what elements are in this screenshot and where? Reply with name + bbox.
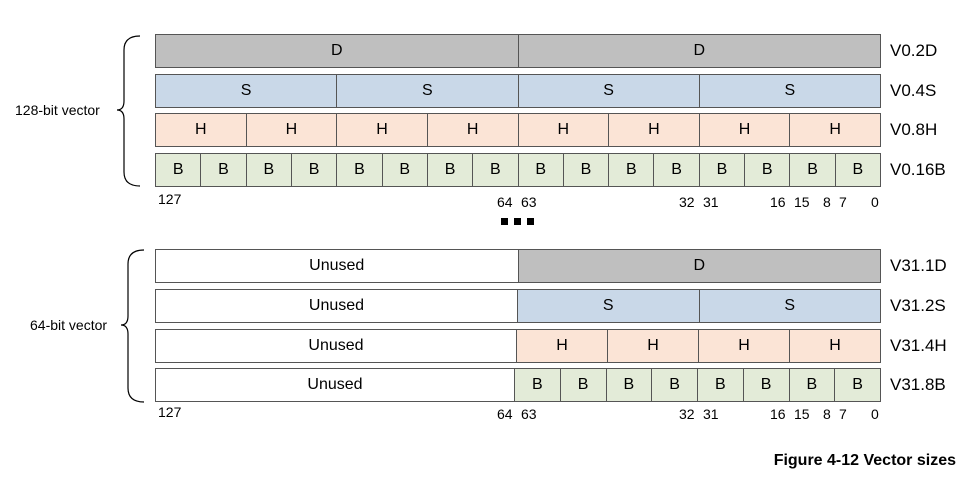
lane-cell-b: B	[155, 153, 202, 187]
lane-cell-b: B	[290, 153, 338, 187]
lane-cell-b: B	[834, 368, 881, 402]
lane-cell-s: S	[517, 74, 700, 108]
label-64-bit-vector: 64-bit vector	[30, 317, 108, 333]
lane-cell-h: H	[608, 113, 700, 147]
bit-label-32-top: 32	[679, 194, 695, 210]
lane-cell-b: B	[742, 368, 790, 402]
lane-cell-b: B	[559, 368, 607, 402]
bit-label-8-bottom: 8	[823, 406, 831, 422]
lane-cell-b: B	[517, 153, 564, 187]
lane-cell-b: B	[336, 153, 383, 187]
lane-cell-b: B	[834, 153, 881, 187]
lane-cell-unused: Unused	[155, 329, 517, 363]
lane-cell-b: B	[562, 153, 610, 187]
bit-label-0-bottom: 0	[871, 406, 879, 422]
lane-cell-b: B	[245, 153, 292, 187]
register-name: V31.2S	[890, 296, 946, 315]
lane-cell-s: S	[698, 74, 881, 108]
lane-cell-b: B	[651, 368, 698, 402]
lane-cell-b: B	[789, 153, 836, 187]
lane-cell-h: H	[517, 113, 610, 147]
lane-cell-b: B	[472, 153, 519, 187]
lane-cell-h: H	[698, 329, 790, 363]
bit-label-32-bottom: 32	[679, 406, 695, 422]
brace-64-bit	[120, 249, 145, 403]
lane-cell-h: H	[245, 113, 338, 147]
lane-cell-h: H	[336, 113, 428, 147]
bit-label-0-top: 0	[871, 194, 879, 210]
label-128-bit-vector: 128-bit vector	[15, 102, 100, 118]
register-name: V31.8B	[890, 375, 946, 394]
ellipsis-dots	[501, 218, 534, 225]
lane-cell-h: H	[607, 329, 699, 363]
lane-cell-b: B	[653, 153, 700, 187]
lane-cell-s: S	[155, 74, 338, 108]
lane-cell-d: D	[517, 249, 881, 283]
lane-cell-h: H	[155, 113, 247, 147]
lane-cell-b: B	[605, 368, 653, 402]
register-name: V0.8H	[890, 120, 938, 139]
lane-cell-b: B	[381, 153, 428, 187]
lane-cell-h: H	[426, 113, 519, 147]
lane-cell-unused: Unused	[155, 249, 519, 283]
register-name: V0.2D	[890, 41, 938, 60]
bit-label-63-top: 63	[521, 194, 537, 210]
bit-label-127-bottom: 127	[158, 404, 182, 420]
register-name: V0.16B	[890, 160, 946, 179]
bit-label-64-bottom: 64	[497, 406, 513, 422]
lane-cell-b: B	[698, 153, 746, 187]
bit-label-7-top: 7	[839, 194, 847, 210]
lane-cell-b: B	[788, 368, 836, 402]
bit-label-15-top: 15	[794, 194, 810, 210]
bit-label-127-top: 127	[158, 191, 182, 207]
lane-cell-d: D	[155, 34, 519, 68]
lane-cell-b: B	[426, 153, 474, 187]
lane-cell-unused: Unused	[155, 368, 515, 402]
figure-caption: Figure 4-12 Vector sizes	[773, 452, 956, 469]
lane-cell-s: S	[336, 74, 519, 108]
lane-cell-h: H	[698, 113, 791, 147]
lane-cell-s: S	[698, 289, 881, 323]
register-name: V0.4S	[890, 81, 937, 100]
bit-label-7-bottom: 7	[839, 406, 847, 422]
bit-label-64-top: 64	[497, 194, 513, 210]
lane-cell-b: B	[200, 153, 247, 187]
register-name: V31.1D	[890, 256, 947, 275]
bit-label-31-bottom: 31	[703, 406, 719, 422]
lane-cell-h: H	[516, 329, 608, 363]
bit-label-31-top: 31	[703, 194, 719, 210]
brace-128-bit	[116, 35, 141, 187]
lane-cell-b: B	[744, 153, 791, 187]
lane-cell-h: H	[789, 329, 881, 363]
register-name: V31.4H	[890, 336, 947, 355]
bit-label-8-top: 8	[823, 194, 831, 210]
lane-cell-b: B	[514, 368, 561, 402]
lane-cell-b: B	[608, 153, 655, 187]
lane-cell-b: B	[697, 368, 744, 402]
lane-cell-unused: Unused	[155, 289, 518, 323]
bit-label-16-top: 16	[770, 194, 786, 210]
bit-label-63-bottom: 63	[521, 406, 537, 422]
bit-label-15-bottom: 15	[794, 406, 810, 422]
lane-cell-d: D	[517, 34, 881, 68]
lane-cell-s: S	[517, 289, 700, 323]
bit-label-16-bottom: 16	[770, 406, 786, 422]
lane-cell-h: H	[789, 113, 881, 147]
